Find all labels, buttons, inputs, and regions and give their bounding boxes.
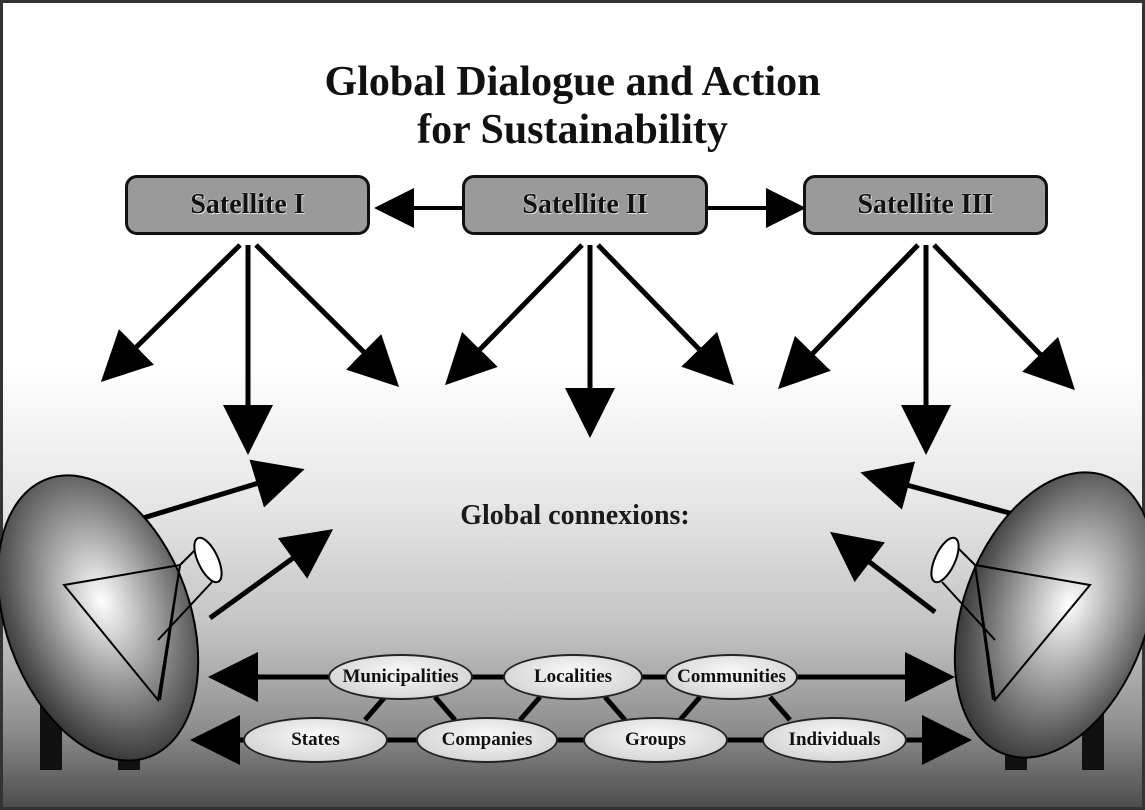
node-states: States bbox=[243, 717, 388, 763]
arrow-sat1-left bbox=[100, 243, 242, 383]
connection-lines bbox=[190, 652, 972, 765]
arrow-sat3-left bbox=[778, 243, 920, 390]
arrow-dish-right-up2 bbox=[830, 531, 937, 614]
arrow-dish-left-up1 bbox=[119, 459, 305, 528]
arrow-dish-left-up2 bbox=[208, 529, 334, 621]
satellite-box-1: Satellite I bbox=[125, 175, 370, 235]
node-companies: Companies bbox=[416, 717, 558, 763]
satellite-dish-right-icon bbox=[930, 471, 1145, 770]
arrow-sat3-right bbox=[932, 243, 1075, 391]
node-individuals: Individuals bbox=[762, 717, 907, 763]
satellite-dish-left-icon bbox=[0, 474, 223, 770]
node-localities: Localities bbox=[503, 654, 643, 700]
arrow-sat1-right bbox=[254, 243, 400, 388]
title-line-1: Global Dialogue and Action bbox=[324, 59, 821, 105]
uplink-arrows bbox=[119, 459, 1036, 621]
node-groups: Groups bbox=[583, 717, 728, 763]
arrow-dish-right-up1 bbox=[860, 461, 1036, 523]
node-communities: Communities bbox=[665, 654, 798, 700]
title-line-2: for Sustainability bbox=[417, 107, 728, 153]
satellite-box-3: Satellite III bbox=[803, 175, 1048, 235]
arrow-sat2-left bbox=[445, 243, 584, 386]
diagram-title: Global Dialogue and Action for Sustainab… bbox=[0, 58, 1145, 154]
arrow-sat2-right bbox=[596, 243, 734, 386]
node-municipalities: Municipalities bbox=[328, 654, 473, 700]
global-connexions-label: Global connexions: bbox=[460, 500, 690, 531]
broadcast-arrows bbox=[100, 243, 1075, 455]
satellite-box-2: Satellite II bbox=[462, 175, 708, 235]
